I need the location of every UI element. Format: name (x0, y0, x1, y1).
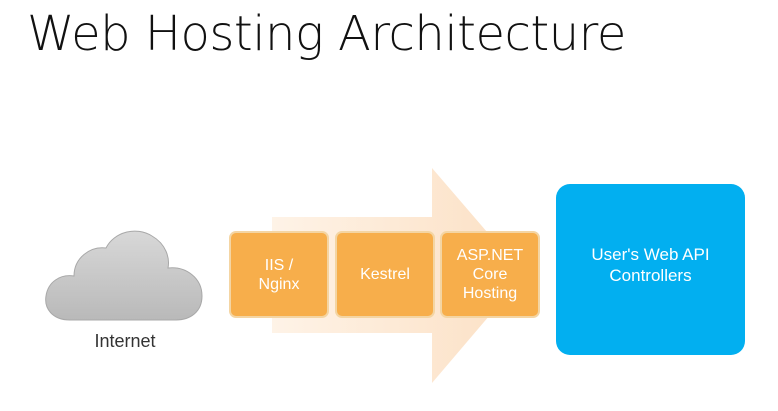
internet-cloud (40, 222, 210, 327)
slide-title: Web Hosting Architecture (27, 6, 626, 62)
cloud-icon (45, 230, 203, 321)
kestrel-box: Kestrel (335, 231, 435, 318)
aspnet-core-hosting-box: ASP.NET Core Hosting (440, 231, 540, 318)
web-api-controllers-box: User's Web API Controllers (556, 184, 745, 355)
iis-nginx-box: IIS / Nginx (229, 231, 329, 318)
internet-label: Internet (94, 331, 156, 351)
